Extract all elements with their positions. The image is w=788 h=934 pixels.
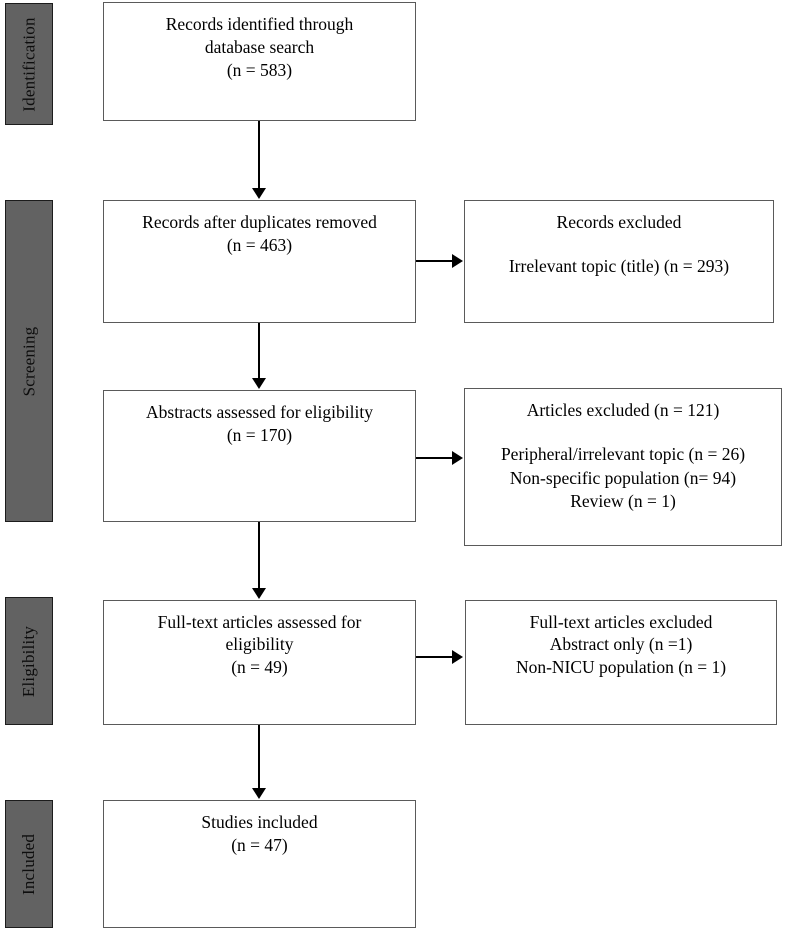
arrowhead-identified-to-duplicates bbox=[252, 188, 266, 199]
node-fulltext-assessed: Full-text articles assessed for eligibil… bbox=[103, 600, 416, 725]
arrowhead-fulltext-to-included bbox=[252, 788, 266, 799]
phase-bar-included: Included bbox=[5, 800, 53, 928]
node-articles-excluded-reasons: Peripheral/irrelevant topic (n = 26) Non… bbox=[500, 444, 746, 511]
connector-abstracts-to-articles-excluded bbox=[416, 457, 454, 459]
node-abstracts-assessed-text: Abstracts assessed for eligibility (n = … bbox=[146, 402, 373, 445]
connector-duplicates-to-records-excluded bbox=[416, 260, 454, 262]
node-records-excluded-line2: Irrelevant topic (title) (n = 293) bbox=[508, 256, 730, 277]
node-articles-excluded-spacer bbox=[465, 422, 781, 443]
node-abstracts-assessed: Abstracts assessed for eligibility (n = … bbox=[103, 390, 416, 522]
arrowhead-abstracts-to-articles-excluded bbox=[452, 451, 463, 465]
node-fulltext-assessed-text: Full-text articles assessed for eligibil… bbox=[157, 612, 362, 677]
node-fulltext-excluded: Full-text articles excluded Abstract onl… bbox=[465, 600, 777, 725]
phase-label-eligibility: Eligibility bbox=[19, 625, 39, 697]
arrowhead-abstracts-to-fulltext bbox=[252, 588, 266, 599]
arrowhead-duplicates-to-abstracts bbox=[252, 378, 266, 389]
connector-fulltext-to-fulltext-excluded bbox=[416, 656, 454, 658]
arrowhead-fulltext-to-fulltext-excluded bbox=[452, 650, 463, 664]
connector-identified-to-duplicates bbox=[258, 121, 260, 189]
node-articles-excluded-line1: Articles excluded (n = 121) bbox=[526, 400, 720, 420]
phase-bar-screening: Screening bbox=[5, 200, 53, 522]
node-records-after-duplicates: Records after duplicates removed (n = 46… bbox=[103, 200, 416, 323]
node-records-excluded-spacer bbox=[465, 234, 773, 255]
node-records-identified-text: Records identified through database sear… bbox=[165, 14, 354, 80]
node-articles-excluded: Articles excluded (n = 121) Peripheral/i… bbox=[464, 388, 782, 546]
node-records-excluded: Records excluded Irrelevant topic (title… bbox=[464, 200, 774, 323]
node-studies-included: Studies included (n = 47) bbox=[103, 800, 416, 928]
phase-label-identification: Identification bbox=[19, 16, 39, 112]
node-records-excluded-line1: Records excluded bbox=[556, 212, 682, 232]
node-records-after-duplicates-text: Records after duplicates removed (n = 46… bbox=[142, 212, 377, 255]
phase-bar-identification: Identification bbox=[5, 3, 53, 125]
phase-label-included: Included bbox=[19, 833, 39, 895]
phase-label-screening: Screening bbox=[19, 326, 39, 396]
node-records-identified: Records identified through database sear… bbox=[103, 2, 416, 121]
connector-duplicates-to-abstracts bbox=[258, 323, 260, 379]
phase-bar-eligibility: Eligibility bbox=[5, 597, 53, 725]
connector-fulltext-to-included bbox=[258, 725, 260, 789]
arrowhead-duplicates-to-records-excluded bbox=[452, 254, 463, 268]
node-fulltext-excluded-text: Full-text articles excluded Abstract onl… bbox=[515, 612, 727, 677]
node-studies-included-text: Studies included (n = 47) bbox=[201, 812, 318, 855]
connector-abstracts-to-fulltext bbox=[258, 522, 260, 589]
